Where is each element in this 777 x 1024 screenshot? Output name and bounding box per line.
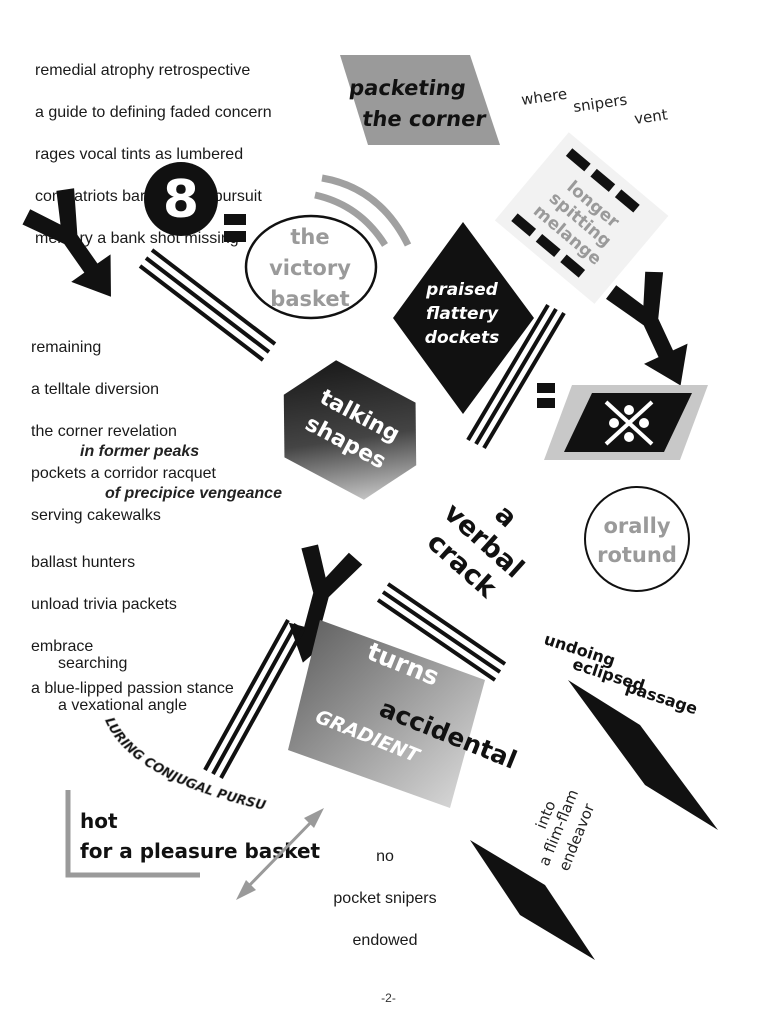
poem-line: no	[376, 848, 394, 865]
flimflam-text: into a flim-flam endeavor	[532, 787, 599, 874]
double-arrow-icon	[236, 808, 324, 900]
hot-line-2: for a pleasure basket	[80, 839, 321, 863]
luring-text: LURING CONJUGAL PURSUITS	[0, 0, 268, 814]
gray-arcs	[314, 174, 412, 247]
poem-searching: searching a vexational angle	[58, 632, 187, 737]
packeting-line-1: packeting	[348, 75, 468, 100]
packeting-line-2: the corner	[361, 106, 488, 131]
talking-hexagon: talking shapes	[283, 360, 417, 500]
fork-arrow-icon	[288, 544, 363, 663]
undoing-text-group: undoing eclipsed passage	[542, 629, 700, 718]
poem-line: remaining	[31, 339, 102, 356]
poem-middle: remaining a telltale diversion the corne…	[31, 316, 216, 547]
praised-diamond: praised flattery dockets	[393, 222, 534, 414]
poem-line: a blue-lipped passion stance	[31, 680, 234, 697]
victory-basket-oval: the victory basket	[244, 214, 378, 320]
vent-text: vent	[633, 105, 669, 128]
poem-line: embrace	[31, 638, 94, 655]
poem-line: unload trivia packets	[31, 596, 177, 613]
poem-lower: ballast hunters unload trivia packets em…	[31, 531, 234, 720]
poem-snipers: no pocket snipers endowed	[325, 825, 445, 972]
poem-line: a guide to defining faded concern	[35, 104, 272, 121]
block-pair-2	[537, 383, 555, 408]
eight-badge: 8	[144, 162, 218, 236]
undoing-line-3: passage	[623, 677, 700, 718]
needle-diamond-2	[470, 840, 595, 960]
verbal-crack: a verbal crack	[421, 497, 530, 605]
poem-line: the corner revelation	[31, 423, 177, 440]
gradient-square: turns accidental GRADIENT	[288, 620, 521, 808]
where-snipers-vent: where snipers vent	[520, 85, 669, 128]
luring-arc-text: LURING CONJUGAL PURSUITS	[0, 0, 268, 814]
praised-line-2: flattery	[426, 304, 499, 324]
poem-line: rages vocal tints as lumbered	[35, 146, 244, 163]
victory-line-1: the	[290, 225, 329, 249]
victory-line-3: basket	[270, 287, 349, 311]
poem-italic-1: in former peaks	[80, 443, 200, 460]
triple-line-4	[203, 619, 306, 779]
poem-line: remedial atrophy retrospective	[35, 62, 251, 79]
poem-line: searching	[58, 655, 128, 672]
poem-line: endowed	[352, 932, 418, 949]
page-number: -2-	[381, 991, 396, 1005]
poem-italic-2: of precipice vengeance	[105, 485, 282, 502]
snipers-text: snipers	[572, 91, 628, 116]
black-circle	[144, 162, 218, 236]
gray-parallelogram	[340, 55, 500, 145]
poem-line: pocket snipers	[333, 890, 437, 907]
fork-arrow-icon	[605, 271, 688, 386]
longer-panel: longer spitting melange	[494, 132, 669, 304]
triple-line-2	[466, 303, 566, 450]
needle-diamond-1	[568, 680, 718, 830]
packeting-shape: packeting the corner	[340, 55, 500, 145]
x-cross-icon	[604, 400, 654, 446]
luring-textpath: LURING CONJUGAL PURSUITS	[0, 0, 268, 814]
eight-text: 8	[163, 170, 199, 230]
where-text: where	[520, 85, 568, 109]
orally-line-2: rotund	[597, 543, 677, 567]
orally-line-1: orally	[603, 514, 670, 538]
praised-line-3: dockets	[425, 328, 499, 348]
victory-line-2: victory	[269, 256, 351, 280]
poem-line: pockets a corridor racquet	[31, 465, 216, 482]
gray-bracket	[65, 790, 200, 878]
hot-text-group: hot for a pleasure basket	[80, 809, 321, 863]
orally-circle: orally rotund	[584, 486, 690, 592]
triple-line-1	[138, 248, 277, 362]
poem-line: a telltale diversion	[31, 381, 160, 398]
fork-arrow-icon	[22, 188, 111, 297]
poem-line: serving cakewalks	[31, 507, 161, 524]
poem-line: ballast hunters	[31, 554, 136, 571]
triple-line-3	[376, 582, 507, 682]
poem-line: a vexational angle	[58, 697, 187, 714]
praised-line-1: praised	[425, 280, 499, 300]
block-pair-1	[224, 214, 246, 242]
x-parallelogram	[544, 385, 708, 460]
hot-line-1: hot	[80, 809, 118, 833]
